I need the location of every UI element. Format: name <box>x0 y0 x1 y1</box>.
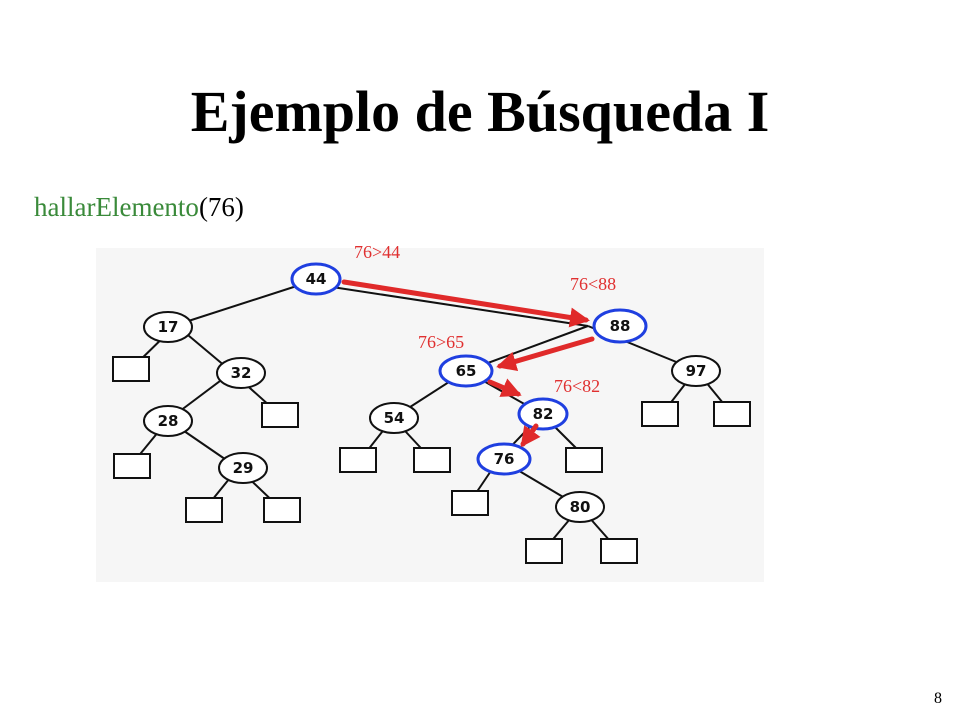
node-label: 76 <box>494 450 515 468</box>
comparison-label: 76<88 <box>570 274 617 294</box>
edge <box>305 282 589 327</box>
function-call: hallarElemento(76) <box>34 192 244 223</box>
tree-node-76: 76 <box>476 442 532 476</box>
tree-node-17: 17 <box>143 311 193 343</box>
search-arrow-44-88 <box>341 279 590 328</box>
null-leaf <box>263 497 301 523</box>
comparison-label: 76<82 <box>554 376 601 396</box>
null-leaf <box>600 538 638 564</box>
function-argument: (76) <box>198 192 244 222</box>
tree-node-97: 97 <box>671 355 721 387</box>
search-path <box>341 279 595 448</box>
tree-node-88: 88 <box>592 308 648 344</box>
comparison-label: 76>65 <box>418 332 465 352</box>
node-label: 88 <box>610 317 631 335</box>
null-leaf <box>641 401 679 427</box>
node-label: 17 <box>158 318 179 336</box>
null-leaf <box>565 447 603 473</box>
tree-node-82: 82 <box>517 397 569 431</box>
tree-svg: 44 17 32 28 29 88 <box>112 262 751 564</box>
node-label: 28 <box>158 412 179 430</box>
binary-search-tree-diagram: 44 17 32 28 29 88 <box>96 248 764 582</box>
null-leaf <box>185 497 223 523</box>
tree-node-54: 54 <box>369 402 419 434</box>
null-leaf <box>339 447 377 473</box>
tree-node-29: 29 <box>218 452 268 484</box>
node-label: 97 <box>686 362 707 380</box>
node-label: 44 <box>306 270 327 288</box>
null-leaf <box>413 447 451 473</box>
search-arrow-88-65 <box>496 336 595 372</box>
edge <box>175 282 307 326</box>
page-number: 8 <box>934 690 942 707</box>
null-leaf <box>113 453 151 479</box>
null-leaf <box>451 490 489 516</box>
node-label: 32 <box>231 364 252 382</box>
null-leaf <box>112 356 150 382</box>
tree-node-44: 44 <box>290 262 342 296</box>
node-label: 65 <box>456 362 477 380</box>
node-label: 80 <box>570 498 591 516</box>
null-leaves <box>112 356 751 564</box>
null-leaf <box>261 402 299 428</box>
node-label: 54 <box>384 409 405 427</box>
tree-node-80: 80 <box>555 491 605 523</box>
tree-node-65: 65 <box>438 354 494 388</box>
search-arrow-82-76 <box>520 423 541 448</box>
node-label: 82 <box>533 405 554 423</box>
null-leaf <box>525 538 563 564</box>
function-name: hallarElemento <box>34 192 199 222</box>
tree-node-28: 28 <box>143 405 193 437</box>
tree-node-32: 32 <box>216 357 266 389</box>
tree-nodes: 44 17 32 28 29 88 <box>143 262 721 523</box>
null-leaf <box>713 401 751 427</box>
comparison-label: 76>44 <box>354 242 401 262</box>
search-arrow-65-82 <box>487 378 522 397</box>
node-label: 29 <box>233 459 254 477</box>
slide-title: Ejemplo de Búsqueda I <box>190 79 770 144</box>
